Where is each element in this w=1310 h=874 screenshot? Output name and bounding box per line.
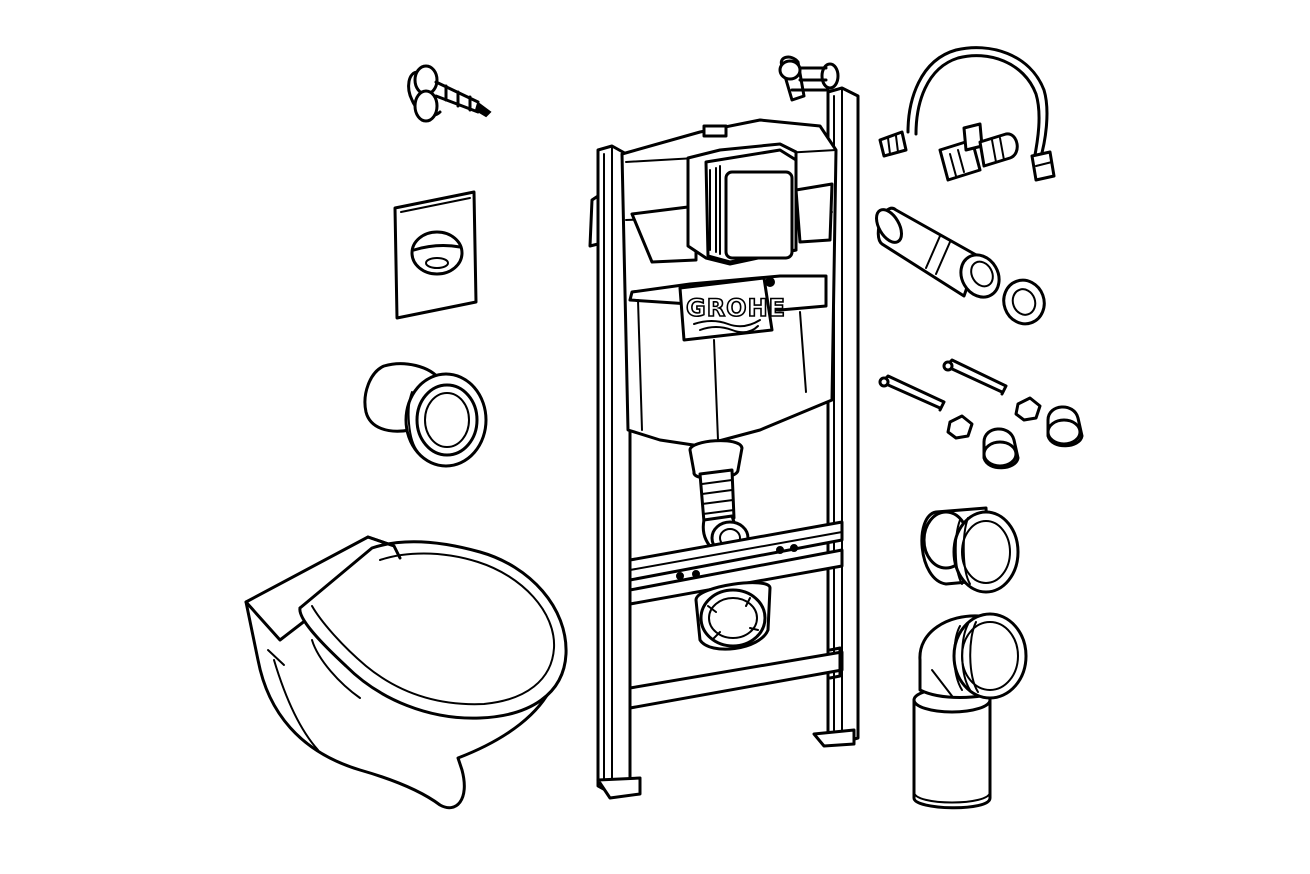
drain-sleeve-icon <box>363 362 488 468</box>
elbow-pipe-icon <box>912 612 1028 810</box>
mounting-bolts-icon <box>878 358 1084 470</box>
supply-hose-icon <box>878 46 1056 182</box>
installation-frame-icon: GROHE <box>588 55 860 800</box>
flush-pipe-icon <box>875 206 1046 326</box>
brand-logo-text: GROHE <box>686 294 786 322</box>
flush-plate-icon <box>393 190 478 320</box>
wall-anchor-icon <box>407 64 492 123</box>
wall-hung-toilet-icon <box>244 535 568 810</box>
connector-pipe-icon <box>920 506 1020 594</box>
